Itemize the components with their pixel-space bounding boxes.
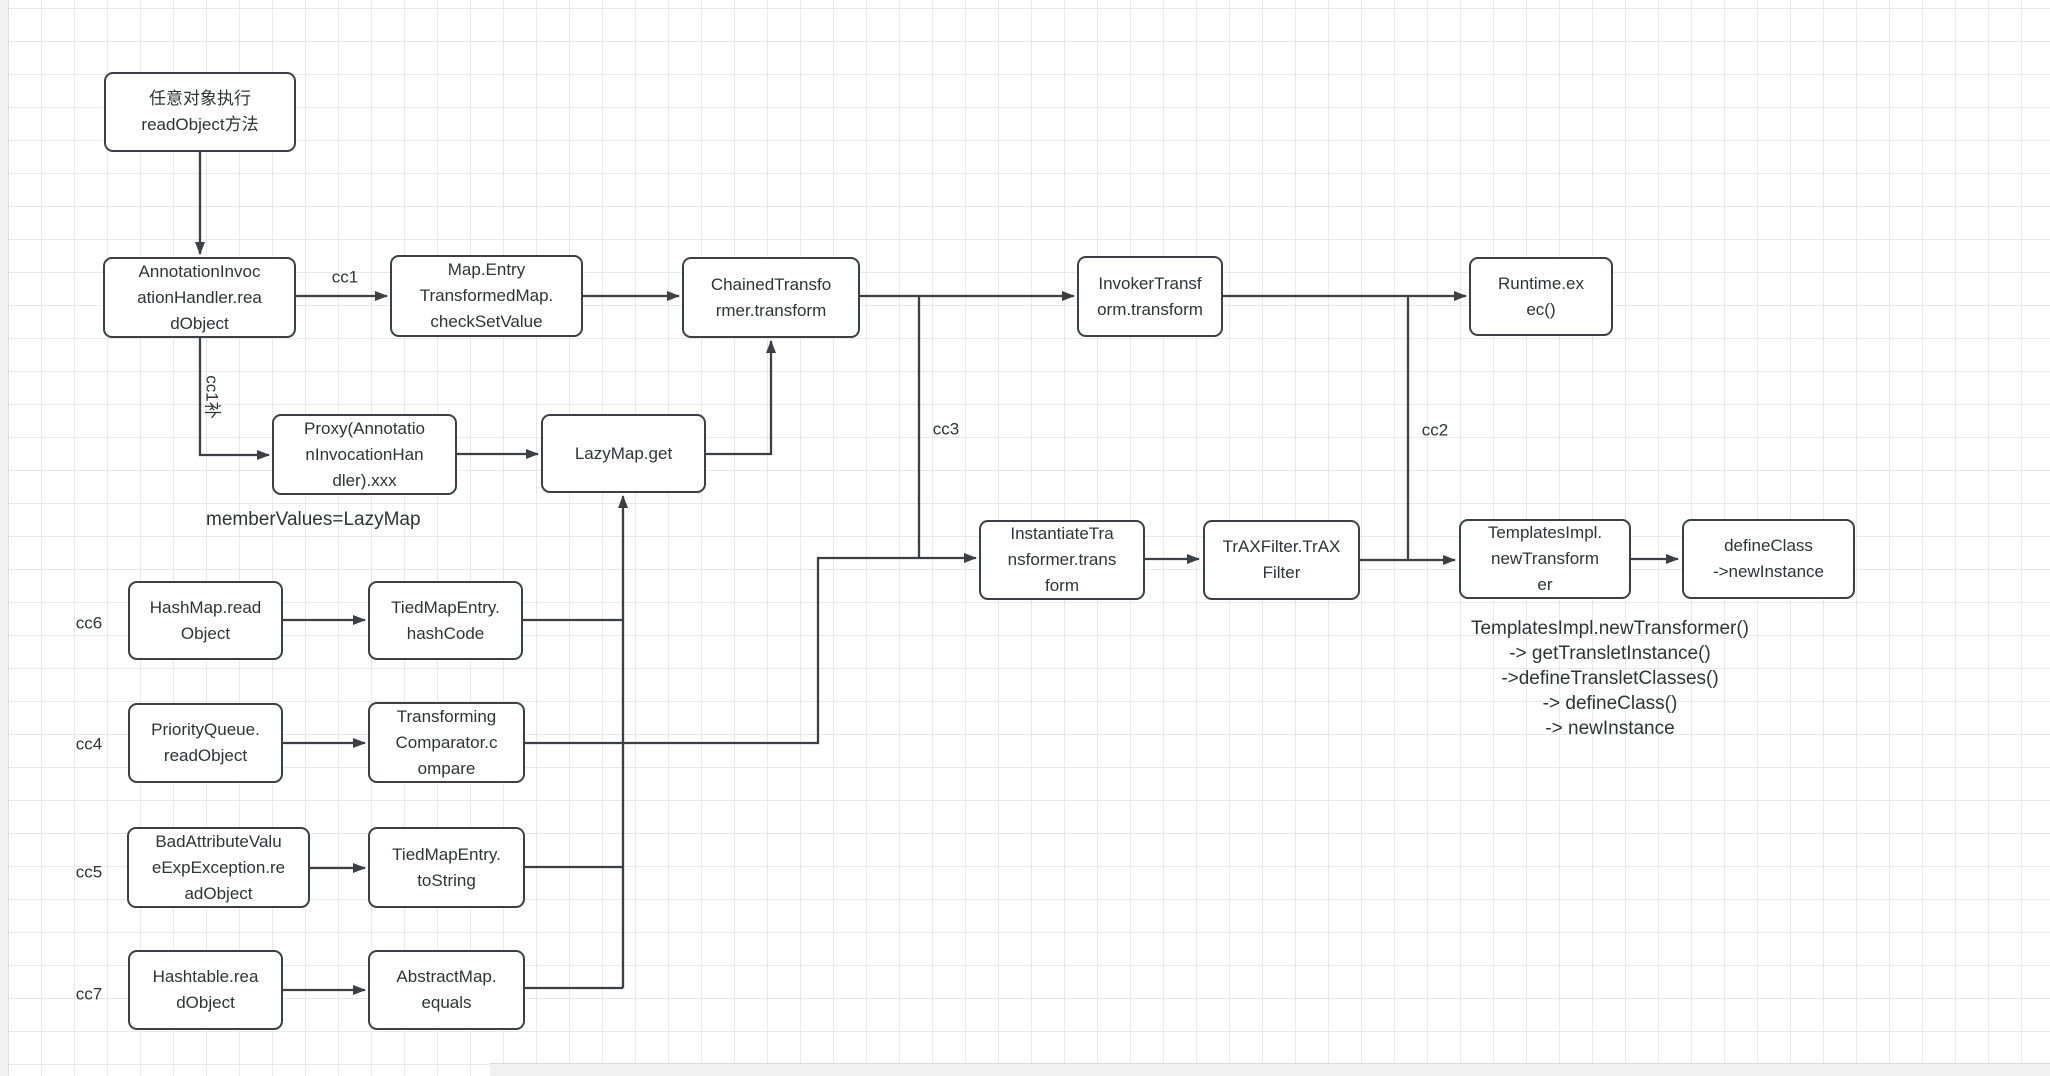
node-label: BadAttributeValu eExpException.re adObje… (151, 831, 286, 903)
edge-label-cc1-bu[interactable]: cc1补 (202, 375, 222, 419)
node-invokertransform-transform[interactable]: InvokerTransf orm.transform (1077, 256, 1223, 337)
node-label: Proxy(Annotatio nInvocationHan dler).xxx (304, 418, 425, 490)
edge-label-cc6[interactable]: cc6 (75, 613, 103, 633)
membervalues-annotation[interactable]: memberValues=LazyMap (206, 509, 421, 530)
edge-label-cc7[interactable]: cc7 (75, 984, 103, 1004)
edge-label-cc1[interactable]: cc1 (331, 267, 359, 287)
node-traxfilter-traxfilter[interactable]: TrAXFilter.TrAX Filter (1203, 520, 1360, 600)
node-label: 任意对象执行 readObject方法 (141, 89, 259, 134)
page-left-margin (0, 0, 9, 1076)
node-label: AnnotationInvoc ationHandler.rea dObject (137, 261, 262, 333)
node-chainedtransformer-transform[interactable]: ChainedTransfo rmer.transform (682, 257, 860, 338)
node-label: Hashtable.rea dObject (152, 967, 259, 1012)
node-priorityqueue-readobject[interactable]: PriorityQueue. readObject (128, 703, 283, 783)
node-badattributevalueexpexception-readobject[interactable]: BadAttributeValu eExpException.re adObje… (127, 827, 310, 908)
node-transformingcomparator-compare[interactable]: Transforming Comparator.c ompare (368, 702, 525, 783)
node-label: TemplatesImpl. newTransform er (1487, 523, 1603, 594)
node-lazymap-get[interactable]: LazyMap.get (541, 414, 706, 493)
node-runtime-exec[interactable]: Runtime.ex ec() (1469, 257, 1613, 336)
node-label: Transforming Comparator.c ompare (395, 706, 498, 778)
edge-label-cc4[interactable]: cc4 (75, 734, 103, 754)
templates-call-chain-annotation[interactable]: TemplatesImpl.newTransformer() -> getTra… (1470, 618, 1750, 739)
node-defineclass-newinstance[interactable]: defineClass ->newInstance (1682, 519, 1855, 599)
edge-lazymap-to-chained[interactable] (706, 340, 776, 456)
node-hashmap-readobject[interactable]: HashMap.read Object (128, 581, 283, 660)
node-label: ChainedTransfo rmer.transform (710, 274, 832, 320)
node-any-object-readobject[interactable]: 任意对象执行 readObject方法 (104, 72, 296, 152)
node-tiedmapentry-hashcode[interactable]: TiedMapEntry. hashCode (368, 581, 523, 660)
node-label: defineClass ->newInstance (1712, 536, 1825, 581)
node-hashtable-readobject[interactable]: Hashtable.rea dObject (128, 950, 283, 1030)
node-label: PriorityQueue. readObject (151, 720, 260, 765)
node-label: HashMap.read Object (149, 597, 262, 643)
node-abstractmap-equals[interactable]: AbstractMap. equals (368, 950, 525, 1030)
edge-label-cc5[interactable]: cc5 (75, 862, 103, 882)
node-label: LazyMap.get (574, 443, 673, 463)
node-label: TiedMapEntry. toString (392, 844, 501, 890)
node-mapentry-transformedmap-checksetvalue[interactable]: Map.Entry TransformedMap. checkSetValue (390, 255, 583, 337)
node-instantiatetransformer-transform[interactable]: InstantiateTra nsformer.trans form (979, 520, 1145, 600)
node-label: AbstractMap. equals (396, 967, 497, 1012)
node-templatesimpl-newtransformer[interactable]: TemplatesImpl. newTransform er (1459, 519, 1631, 599)
edge-aih-to-proxy[interactable] (198, 338, 270, 460)
node-label: Runtime.ex ec() (1498, 273, 1584, 319)
node-label: TrAXFilter.TrAX Filter (1222, 537, 1341, 582)
edge-comparator-to-instantiate[interactable] (525, 553, 977, 745)
node-label: InstantiateTra nsformer.trans form (1007, 524, 1117, 595)
node-tiedmapentry-tostring[interactable]: TiedMapEntry. toString (368, 827, 525, 908)
node-label: Map.Entry TransformedMap. checkSetValue (419, 260, 554, 331)
node-label: TiedMapEntry. hashCode (391, 597, 500, 643)
edge-label-cc3[interactable]: cc3 (932, 419, 960, 439)
node-annotationinvocationhandler-readobject[interactable]: AnnotationInvoc ationHandler.rea dObject (103, 257, 296, 338)
edge-label-cc2[interactable]: cc2 (1421, 420, 1449, 440)
node-label: InvokerTransf orm.transform (1097, 273, 1203, 319)
page-bottom-margin (490, 1063, 2050, 1076)
node-proxy-annotationinvocationhandler[interactable]: Proxy(Annotatio nInvocationHan dler).xxx (272, 414, 457, 495)
